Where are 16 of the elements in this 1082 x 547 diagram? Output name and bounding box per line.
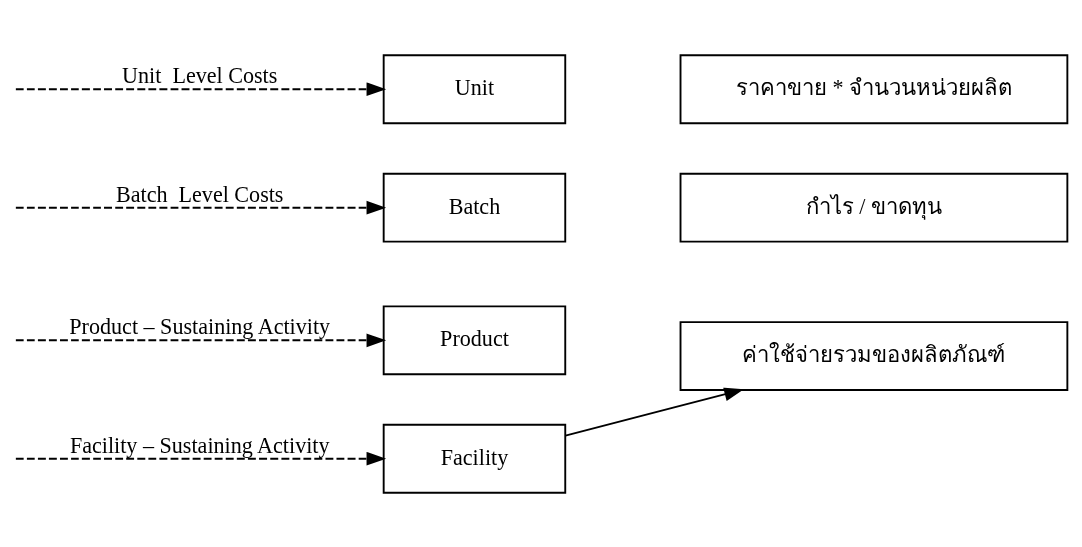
arrow [14, 200, 387, 215]
arrow [564, 387, 744, 436]
node-box: Product [382, 304, 567, 375]
node-box: Facility [382, 423, 567, 494]
node-box: ราคาขาย * จำนวนหน่วยผลิต [679, 53, 1069, 124]
edge-label: Facility – Sustaining Activity [69, 432, 330, 458]
edge-label: Unit Level Costs [122, 62, 278, 88]
node-box: Batch [382, 172, 567, 243]
node-box: ค่าใช้จ่ายรวมของผลิตภัณฑ์ [679, 320, 1069, 391]
node-box: Unit [382, 53, 567, 124]
edge-label: Batch Level Costs [115, 181, 284, 207]
arrow [14, 451, 387, 466]
arrow [14, 81, 387, 96]
node-box: กำไร / ขาดทุน [679, 172, 1069, 243]
edge-label: Product – Sustaining Activity [69, 313, 331, 339]
arrow [14, 332, 387, 347]
